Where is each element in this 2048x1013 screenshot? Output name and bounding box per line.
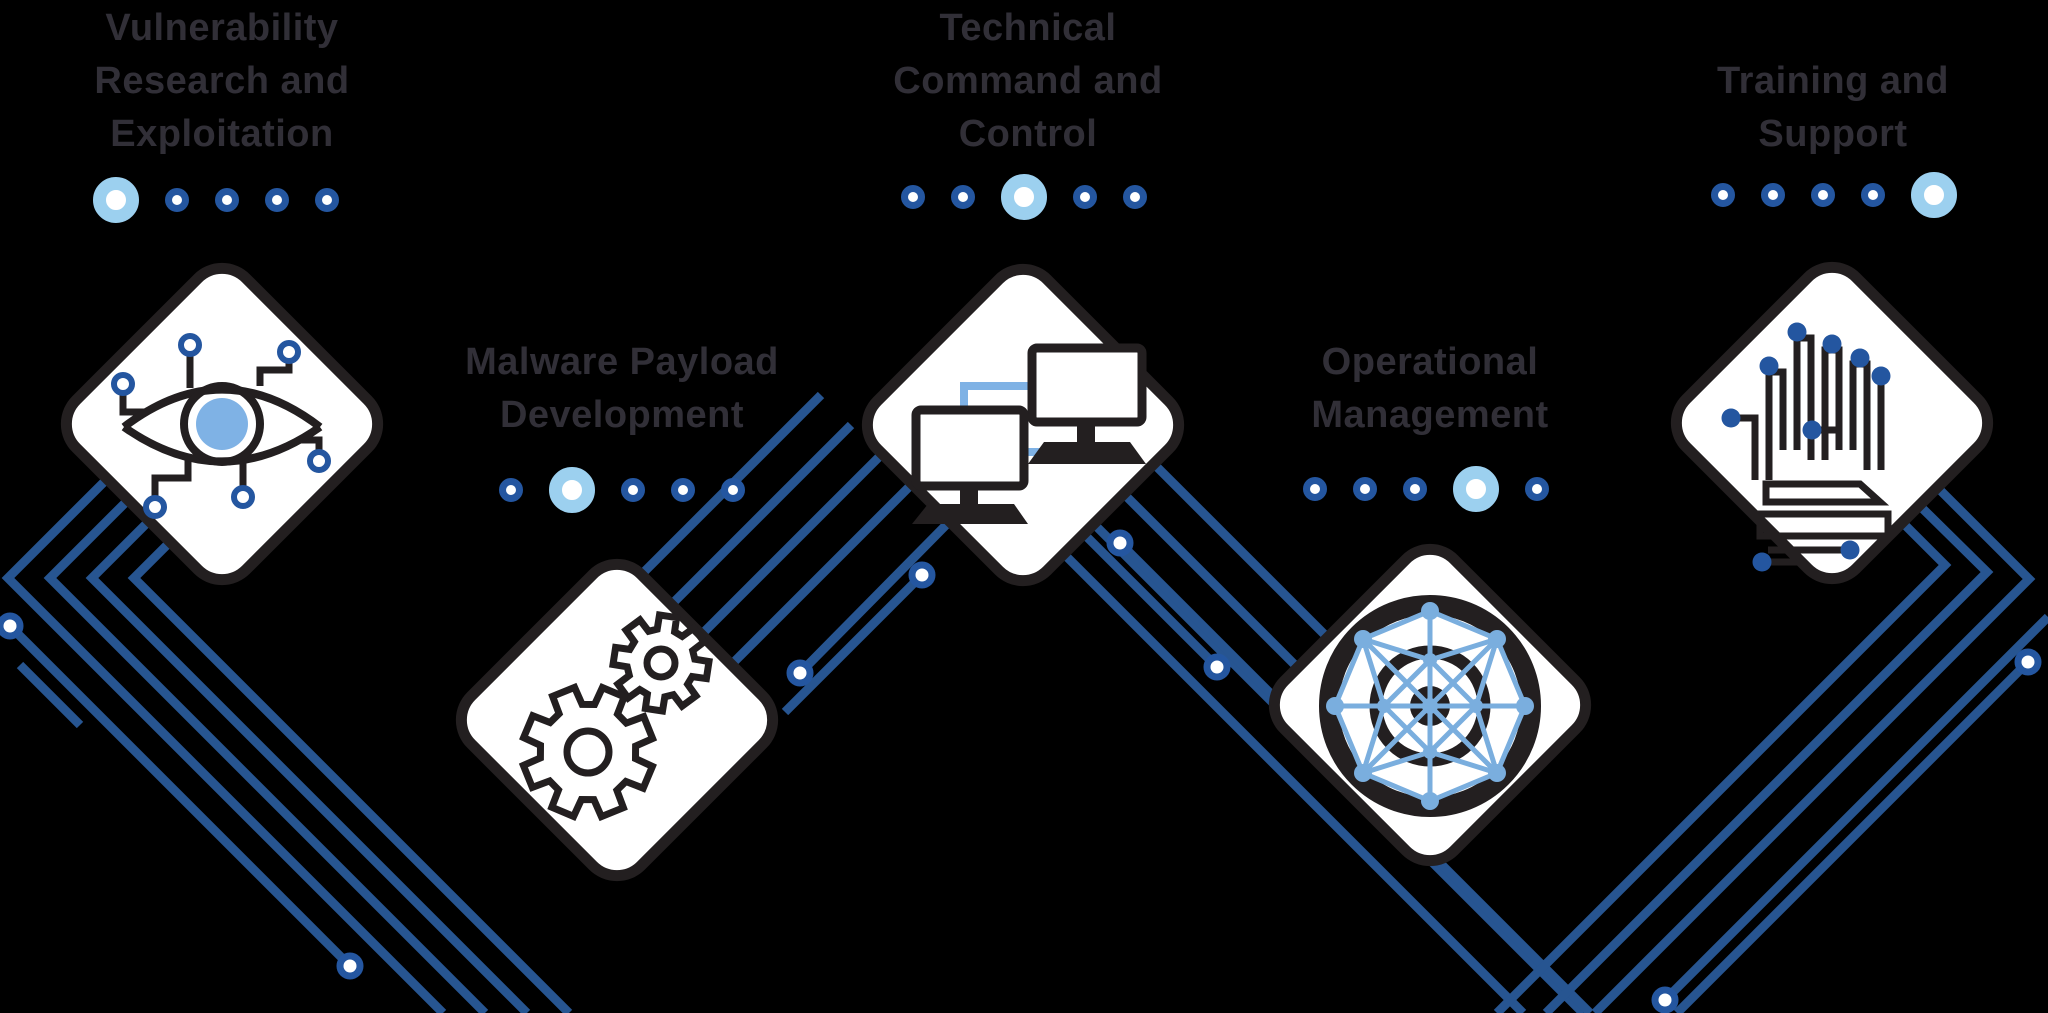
label-line: Research and <box>94 60 350 102</box>
circuit-node <box>1106 529 1134 557</box>
progress-dot-active <box>1001 174 1047 220</box>
progress-dot <box>499 478 523 502</box>
stage-label-technical-c2: Technical Command and Control <box>893 2 1162 161</box>
progress-dot <box>1811 183 1835 207</box>
label-line: Control <box>958 113 1098 155</box>
stage-diamond-vulnerability-research <box>60 262 384 586</box>
progress-dot <box>1403 477 1427 501</box>
stage-label-malware-payload: Malware Payload Development <box>465 336 779 442</box>
progress-dot <box>671 478 695 502</box>
label-line: Vulnerability <box>105 7 339 49</box>
stage-dots-vulnerability-research <box>93 177 339 223</box>
progress-dot <box>901 185 925 209</box>
label-line: Exploitation <box>110 113 334 155</box>
progress-dot <box>265 188 289 212</box>
circuit-hand-icon <box>1721 322 1892 572</box>
label-line: Training and <box>1717 60 1949 102</box>
progress-dot <box>621 478 645 502</box>
progress-dot-active <box>1453 466 1499 512</box>
label-line: Support <box>1758 113 1908 155</box>
gears-icon <box>518 611 713 822</box>
network-mesh-icon <box>1319 595 1541 817</box>
stage-diamond-technical-c2 <box>861 263 1185 587</box>
progress-dot <box>215 188 239 212</box>
progress-dot <box>315 188 339 212</box>
circuit-node <box>1651 986 1679 1013</box>
circuit-eye-icon <box>111 333 331 519</box>
label-line: Management <box>1311 394 1549 436</box>
progress-dot <box>1353 477 1377 501</box>
stage-label-operational-management: Operational Management <box>1311 336 1548 442</box>
circuit-node <box>2014 648 2042 676</box>
progress-dot-active <box>549 467 595 513</box>
stage-dots-malware-payload <box>499 467 745 513</box>
stage-dots-training-support <box>1711 172 1957 218</box>
progress-dot <box>1525 477 1549 501</box>
stage-dots-technical-c2 <box>901 174 1147 220</box>
label-line: Malware Payload <box>465 341 779 383</box>
progress-dot <box>1303 477 1327 501</box>
progress-dot <box>951 185 975 209</box>
circuit-node <box>336 952 364 980</box>
stage-diamond-malware-payload <box>455 558 779 882</box>
stage-diamond-operational-management <box>1268 543 1592 867</box>
progress-dot <box>165 188 189 212</box>
stage-diamond-training-support <box>1670 261 1994 585</box>
mesh-nodes <box>1326 602 1534 810</box>
progress-dot-active <box>1911 172 1957 218</box>
stage-label-training-support: Training and Support <box>1717 55 1949 161</box>
progress-dot <box>1073 185 1097 209</box>
progress-dot <box>721 478 745 502</box>
circuit-node <box>1203 653 1231 681</box>
label-line: Development <box>499 394 745 436</box>
progress-dot <box>1861 183 1885 207</box>
label-line: Command and <box>893 60 1163 102</box>
circuit-node <box>786 659 814 687</box>
progress-dot <box>1761 183 1785 207</box>
stage-label-vulnerability-research: Vulnerability Research and Exploitation <box>94 2 349 161</box>
progress-dot <box>1123 185 1147 209</box>
label-line: Operational <box>1321 341 1539 383</box>
hand-circuit-dots <box>1721 322 1891 572</box>
progress-dot-active <box>93 177 139 223</box>
networked-computers-icon <box>911 343 1147 524</box>
stage-dots-operational-management <box>1303 466 1549 512</box>
circuit-node <box>0 612 24 640</box>
diamond-shape <box>1670 261 1994 585</box>
eye-iris <box>196 398 248 450</box>
progress-dot <box>1711 183 1735 207</box>
circuit-node <box>908 561 936 589</box>
label-line: Technical <box>939 7 1117 49</box>
